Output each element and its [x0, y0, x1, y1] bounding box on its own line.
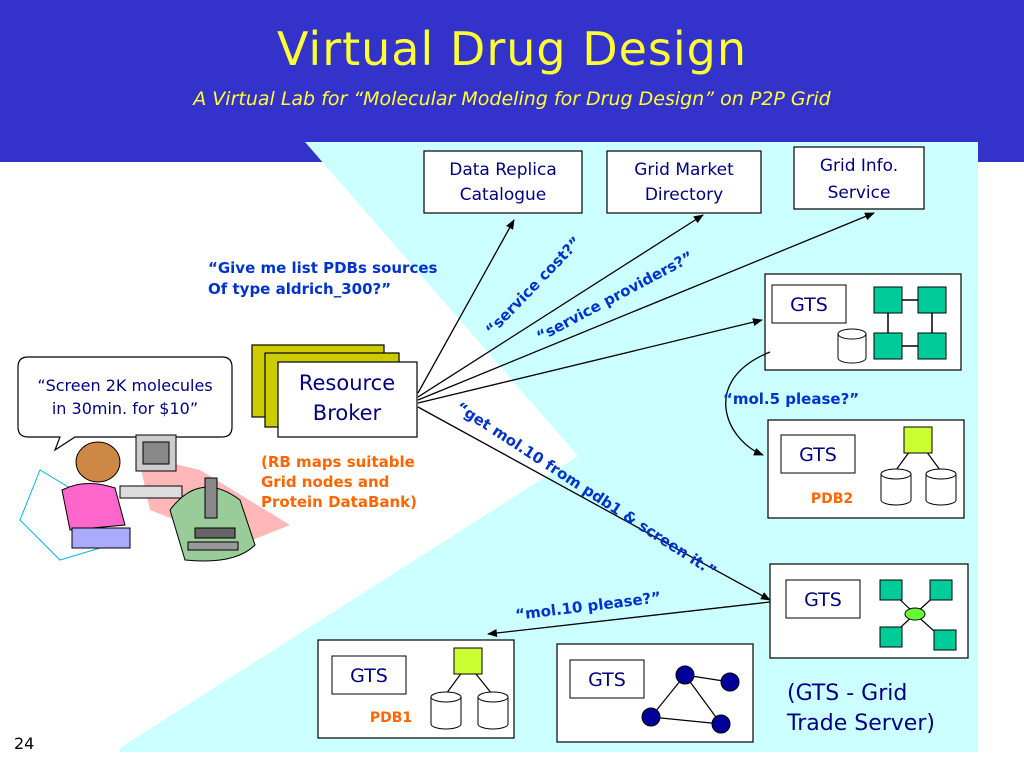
rb-maps-note: (RB maps suitable Grid nodes and Protein… — [261, 453, 417, 511]
give-me-list-line-2: Of type aldrich_300?” — [208, 280, 391, 298]
person-icon — [61, 441, 131, 549]
broker-arrows — [417, 212, 875, 637]
page-number: 24 — [14, 734, 34, 753]
gts-node-5: GTS PDB1 — [317, 639, 515, 739]
rb-maps-line-3: Protein DataBank) — [261, 493, 417, 511]
gts-label-5: GTS — [350, 665, 388, 687]
microscope-icon — [169, 477, 256, 562]
pdb2-label: PDB2 — [811, 491, 853, 507]
grid-market-line-1: Grid Market — [634, 160, 734, 180]
resource-broker-line-1: Resource — [299, 371, 395, 395]
data-replica-line-1: Data Replica — [449, 160, 557, 180]
database-icon — [430, 691, 462, 730]
scientist-illustration — [19, 434, 290, 562]
grid-info-line-1: Grid Info. — [820, 156, 898, 176]
slide-subtitle: A Virtual Lab for “Molecular Modeling fo… — [193, 88, 831, 110]
database-icon — [880, 468, 912, 506]
gts-label-4: GTS — [588, 669, 626, 691]
user-request-line-2: in 30min. for $10” — [52, 399, 198, 418]
gts-legend-line-2: Trade Server) — [786, 711, 935, 736]
slide-title: Virtual Drug Design — [276, 22, 748, 76]
user-request-line-1: “Screen 2K molecules — [37, 376, 212, 395]
gts-label-1: GTS — [790, 294, 828, 316]
gts-label-2: GTS — [799, 444, 837, 466]
gts-legend: (GTS - Grid Trade Server) — [786, 681, 935, 736]
gts-node-4: GTS — [556, 643, 754, 743]
pdb1-label: PDB1 — [370, 710, 412, 726]
grid-market-line-2: Directory — [645, 185, 723, 205]
gts-node-1: GTS — [764, 273, 962, 371]
grid-info-service-box: Grid Info. Service — [793, 146, 925, 210]
data-replica-catalogue-box: Data Replica Catalogue — [423, 150, 583, 214]
grid-info-line-2: Service — [828, 183, 891, 203]
grid-market-directory-box: Grid Market Directory — [606, 150, 762, 214]
monitor-icon — [119, 434, 183, 499]
give-me-list-line-1: “Give me list PDBs sources — [208, 259, 438, 277]
database-icon — [925, 468, 957, 506]
gts-node-3: GTS — [769, 563, 969, 659]
gts-label-3: GTS — [804, 589, 842, 611]
give-me-list-callout: “Give me list PDBs sources Of type aldri… — [208, 259, 438, 298]
data-replica-line-2: Catalogue — [460, 185, 547, 205]
slide-header: Virtual Drug Design A Virtual Lab for “M… — [0, 0, 1024, 162]
database-icon — [477, 691, 509, 730]
database-icon — [837, 328, 867, 364]
user-speech-bubble: “Screen 2K molecules in 30min. for $10” — [17, 356, 233, 452]
gts-node-2: GTS PDB2 — [767, 419, 965, 519]
gts-legend-line-1: (GTS - Grid — [787, 681, 907, 706]
rb-maps-line-2: Grid nodes and — [261, 473, 389, 491]
mol5-label: “mol.5 please?” — [723, 390, 859, 408]
resource-broker-line-2: Broker — [313, 401, 382, 425]
rb-maps-line-1: (RB maps suitable — [261, 453, 415, 471]
resource-broker: Resource Broker — [251, 344, 418, 438]
